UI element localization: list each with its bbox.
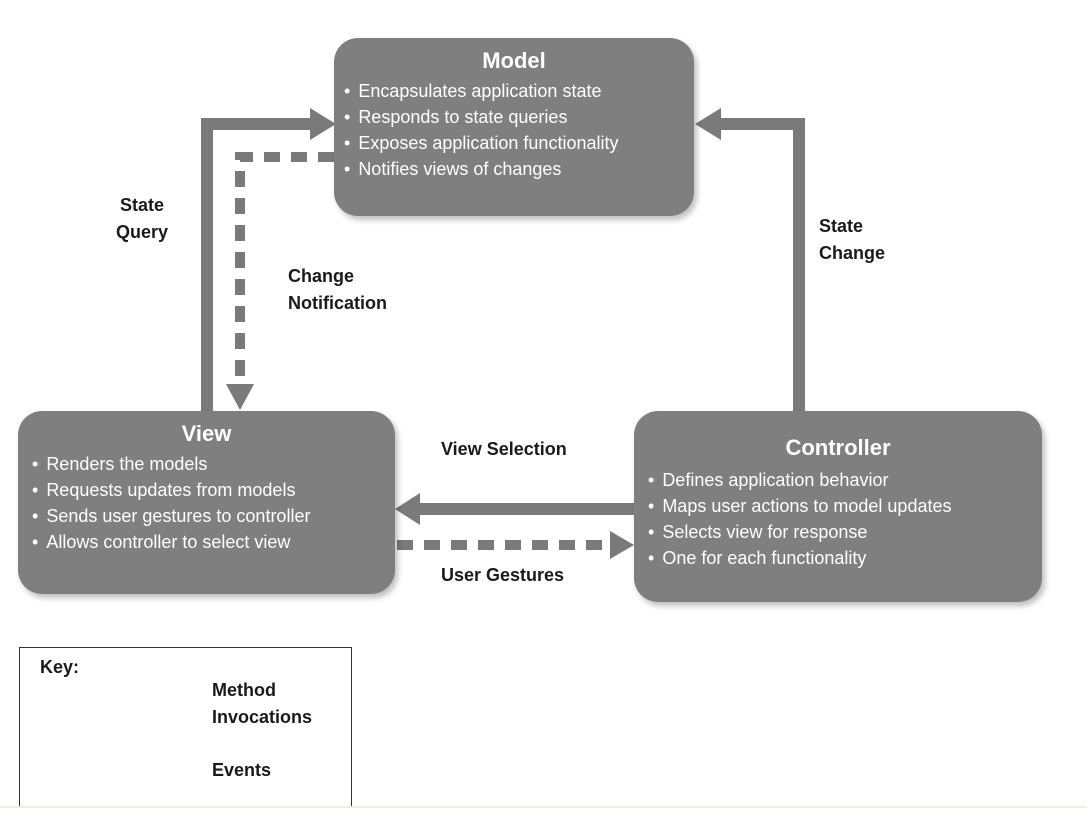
- state-query-arrow: [201, 108, 336, 411]
- view-box: View Renders the models Requests updates…: [18, 411, 395, 594]
- view-responsibilities: Renders the models Requests updates from…: [18, 451, 395, 555]
- bottom-divider: [0, 806, 1087, 808]
- model-box: Model Encapsulates application state Res…: [334, 38, 694, 216]
- change-notification-label: Change Notification: [288, 266, 387, 313]
- view-item: Requests updates from models: [32, 477, 395, 503]
- state-query-label: State Query: [116, 195, 169, 242]
- key-events-label: Events: [212, 760, 272, 780]
- user-gestures-label: User Gestures: [441, 565, 565, 585]
- state-change-arrow: [695, 108, 805, 411]
- model-responsibilities: Encapsulates application state Responds …: [334, 78, 694, 182]
- view-selection-arrow: [395, 493, 634, 525]
- change-notification-arrow: [226, 152, 334, 410]
- state-change-label: State Change: [819, 216, 886, 263]
- model-item: Exposes application functionality: [344, 130, 694, 156]
- controller-item: Maps user actions to model updates: [648, 493, 1042, 519]
- controller-title: Controller: [785, 435, 891, 460]
- user-gestures-arrow: [397, 531, 634, 559]
- view-item: Renders the models: [32, 451, 395, 477]
- view-item: Allows controller to select view: [32, 529, 395, 555]
- model-item: Notifies views of changes: [344, 156, 694, 182]
- key-method-label: Method Invocations: [212, 680, 313, 727]
- controller-responsibilities: Defines application behavior Maps user a…: [634, 467, 1042, 571]
- view-item: Sends user gestures to controller: [32, 503, 395, 529]
- controller-item: Selects view for response: [648, 519, 1042, 545]
- legend-key: [19, 647, 352, 807]
- view-title: View: [181, 421, 232, 446]
- model-item: Responds to state queries: [344, 104, 694, 130]
- model-item: Encapsulates application state: [344, 78, 694, 104]
- controller-item: Defines application behavior: [648, 467, 1042, 493]
- model-title: Model: [482, 48, 546, 73]
- view-selection-label: View Selection: [441, 439, 567, 459]
- key-title: Key:: [40, 657, 80, 677]
- controller-box: Controller Defines application behavior …: [634, 411, 1042, 602]
- controller-item: One for each functionality: [648, 545, 1042, 571]
